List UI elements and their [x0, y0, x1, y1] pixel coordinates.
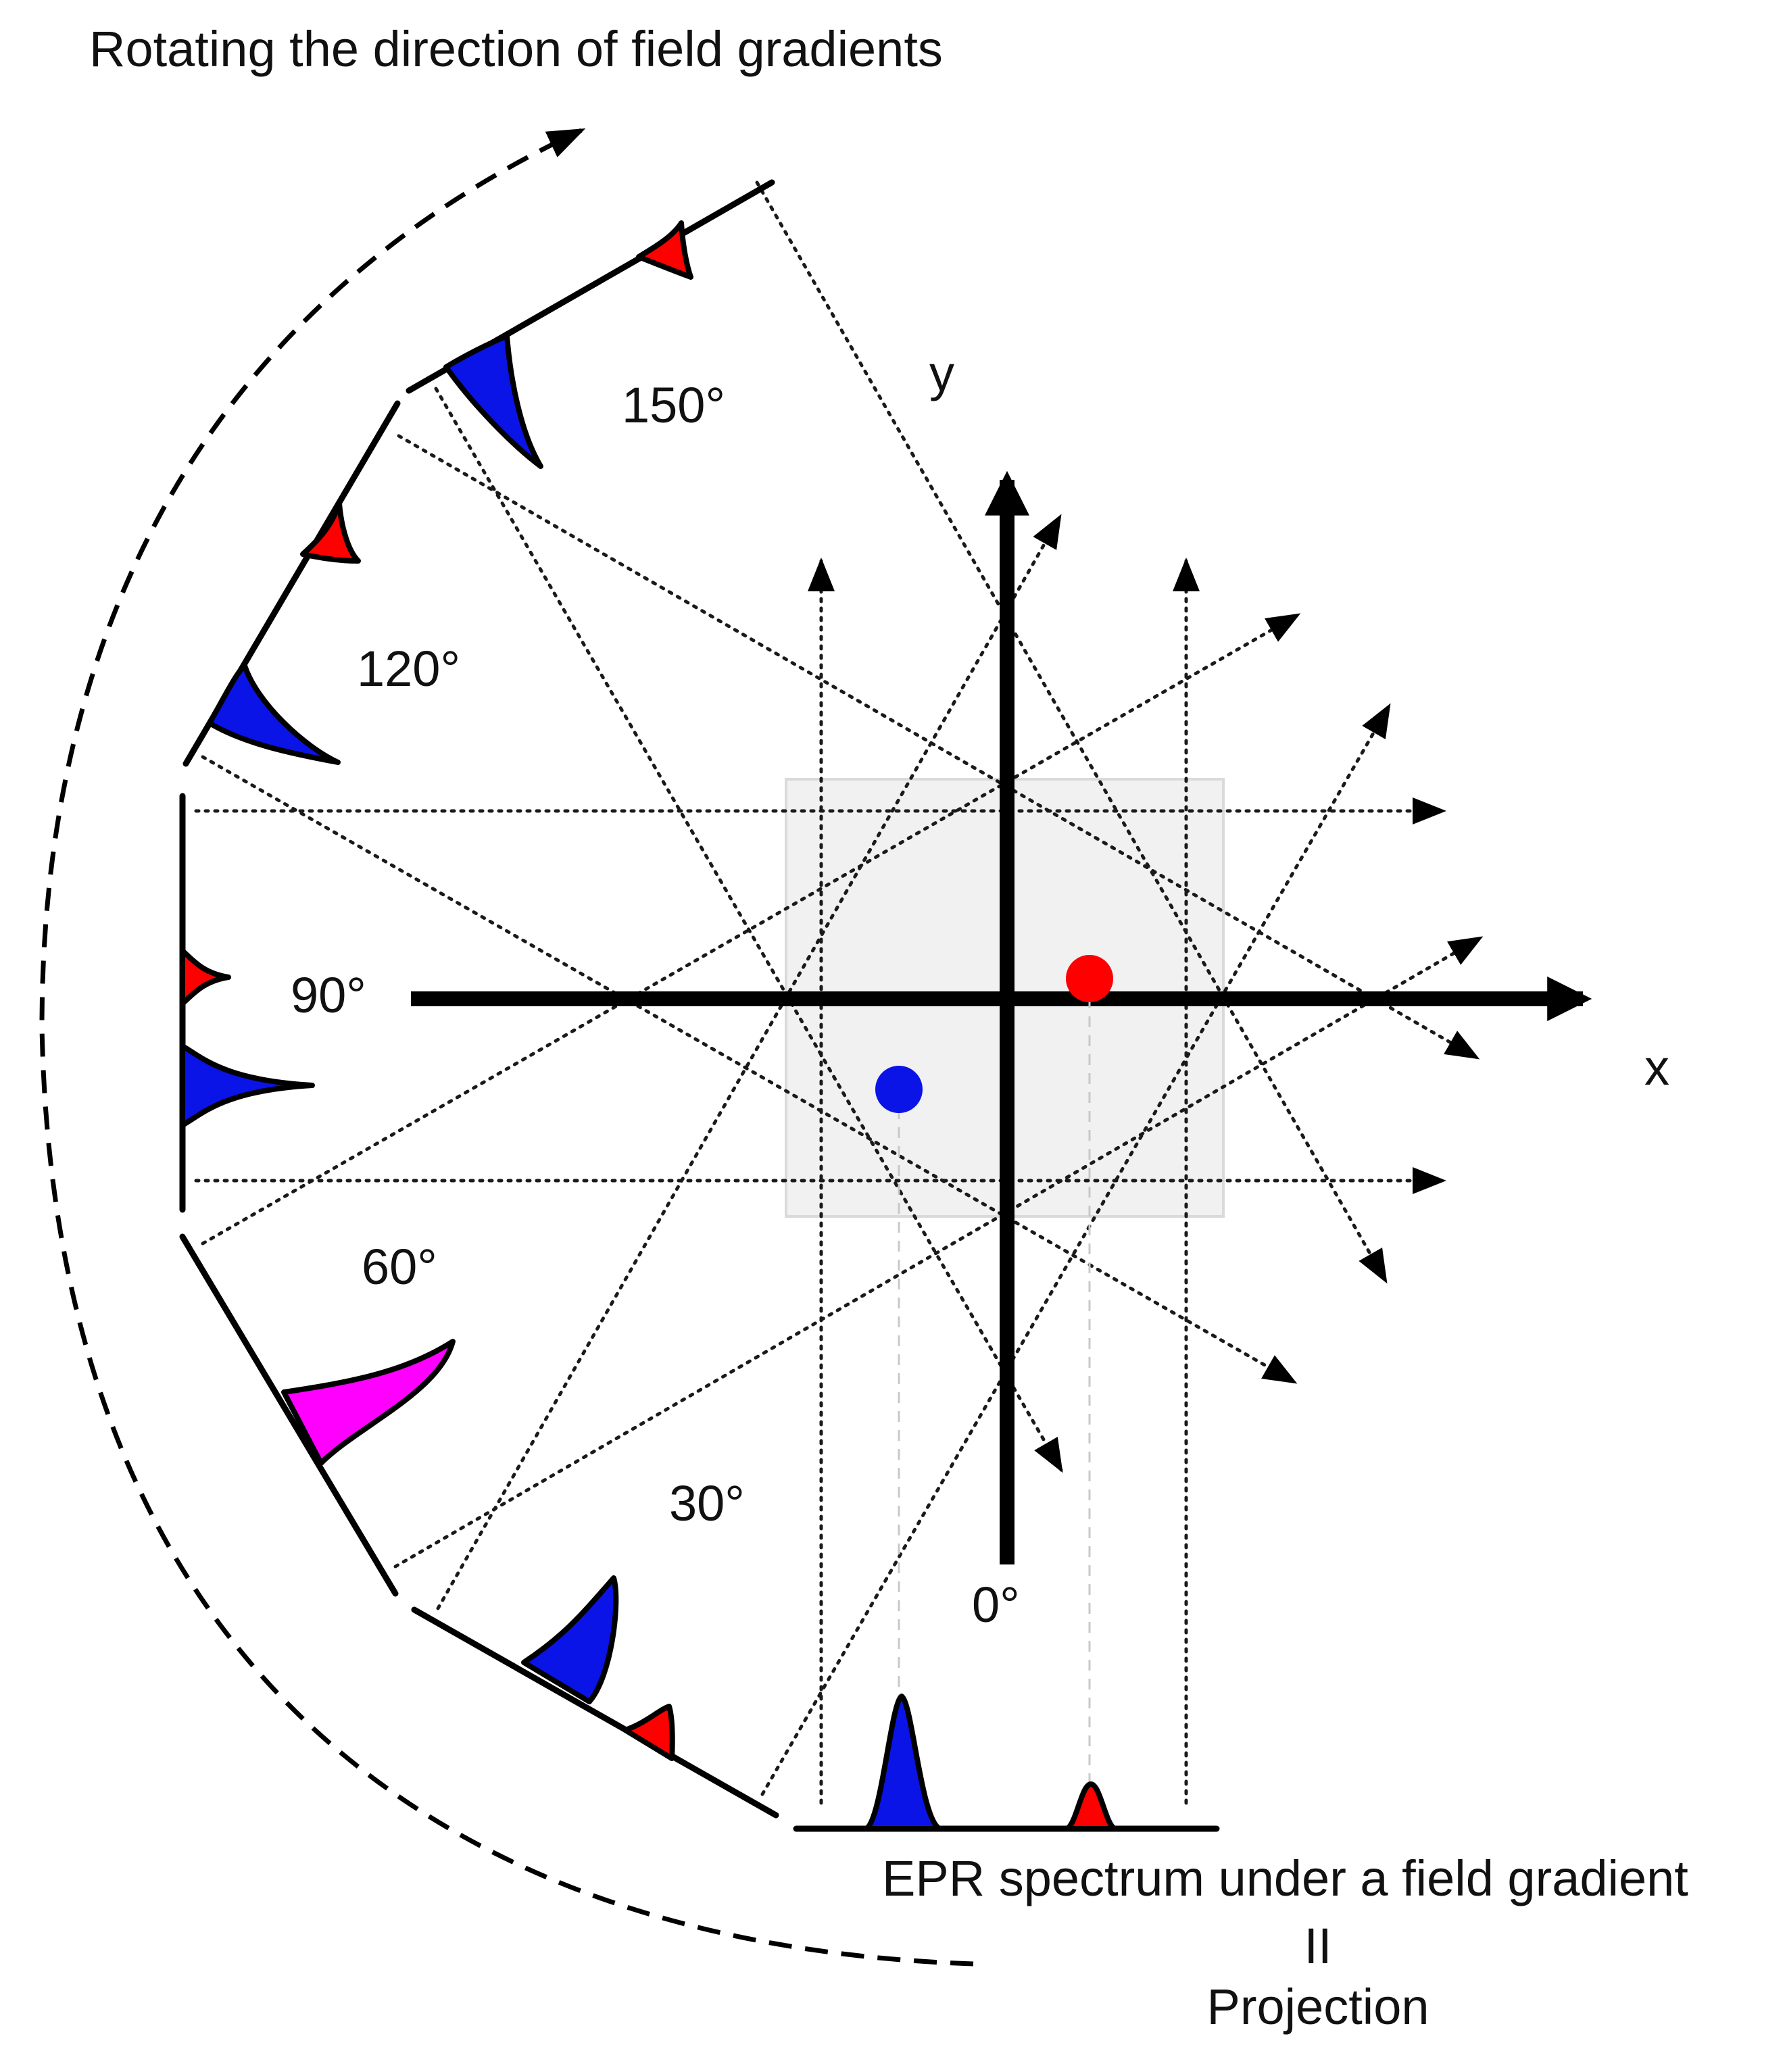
peak-120deg-red	[300, 501, 361, 564]
diagram-title: Rotating the direction of field gradient…	[89, 21, 943, 77]
ray-150deg-b	[434, 387, 1063, 1473]
projection-rays	[194, 180, 1484, 1805]
peak-150deg-blue	[443, 333, 543, 469]
x-axis-label: x	[1644, 1039, 1669, 1095]
ray-120deg-a	[397, 434, 1480, 1060]
peak-150deg-red	[636, 220, 693, 280]
peak-0deg-red	[1064, 1781, 1118, 1831]
angle-label-0deg: 0°	[972, 1577, 1020, 1633]
ray-120deg-b	[201, 755, 1298, 1384]
peak-60deg-merged	[281, 1339, 456, 1466]
ray-150deg-a	[755, 180, 1388, 1284]
caption-line-2: II	[1304, 1918, 1331, 1974]
ray-30deg-a	[436, 514, 1062, 1610]
coordinate-axes	[411, 470, 1592, 1564]
ray-30deg-b	[760, 703, 1391, 1796]
peak-90deg-red	[180, 948, 231, 1006]
baseline-30deg	[411, 1606, 779, 1819]
peak-30deg-blue	[521, 1575, 619, 1704]
y-axis-label: y	[929, 345, 954, 401]
ray-60deg-a	[201, 613, 1301, 1245]
peak-90deg-blue	[180, 1043, 315, 1128]
ray-60deg-b	[393, 936, 1484, 1569]
angle-label-120deg: 120°	[357, 641, 460, 697]
angle-label-150deg: 150°	[622, 377, 725, 433]
caption-line-3: Projection	[1206, 1979, 1429, 2035]
peak-0deg-blue	[864, 1694, 942, 1831]
baseline-60deg	[179, 1233, 399, 1597]
spin-red	[1066, 955, 1113, 1002]
caption-line-1: EPR spectrum under a field gradient	[882, 1850, 1688, 1906]
angle-label-60deg: 60°	[362, 1239, 437, 1295]
peak-30deg-red	[622, 1704, 675, 1761]
angle-label-30deg: 30°	[669, 1475, 745, 1531]
spin-blue	[875, 1066, 923, 1113]
peak-120deg-blue	[207, 663, 341, 765]
rotation-arrow	[39, 128, 974, 1967]
angle-label-90deg: 90°	[291, 967, 366, 1023]
